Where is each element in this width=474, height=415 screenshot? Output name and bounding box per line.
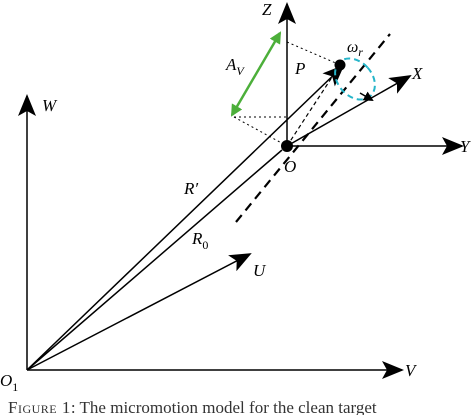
rotation-ellipse — [334, 57, 376, 101]
r-prime-label: R′ — [183, 179, 198, 198]
o-label: O — [284, 157, 296, 176]
w-label: W — [42, 96, 58, 115]
z-label: Z — [262, 0, 272, 19]
micromotion-axis — [235, 33, 391, 223]
r0-vector — [26, 149, 283, 371]
o1-label: O1 — [0, 371, 18, 394]
figure-caption: Figure 1: The micromotion model for the … — [8, 398, 474, 415]
x-label: X — [411, 64, 423, 83]
projection-top — [286, 41, 339, 65]
origin-o-point — [281, 140, 293, 152]
r-prime-vector — [26, 64, 345, 371]
figure-label: Figure 1 — [8, 398, 71, 415]
projection-left-bottom — [233, 116, 288, 147]
rotation-arrow-icon — [359, 91, 374, 102]
omega-label: ωr — [347, 39, 363, 59]
scatterer-point — [334, 59, 346, 71]
r0-label: R0 — [191, 229, 208, 252]
a-v-label: AV — [225, 55, 245, 78]
p-label: P — [294, 59, 305, 78]
v-label: V — [405, 361, 418, 380]
y-label: Y — [460, 137, 471, 156]
u-axis — [26, 253, 252, 371]
u-label: U — [253, 261, 267, 280]
amplitude-arrow — [230, 31, 282, 117]
p-vector — [286, 67, 339, 147]
caption-text: : The micromotion model for the clean ta… — [70, 398, 377, 415]
